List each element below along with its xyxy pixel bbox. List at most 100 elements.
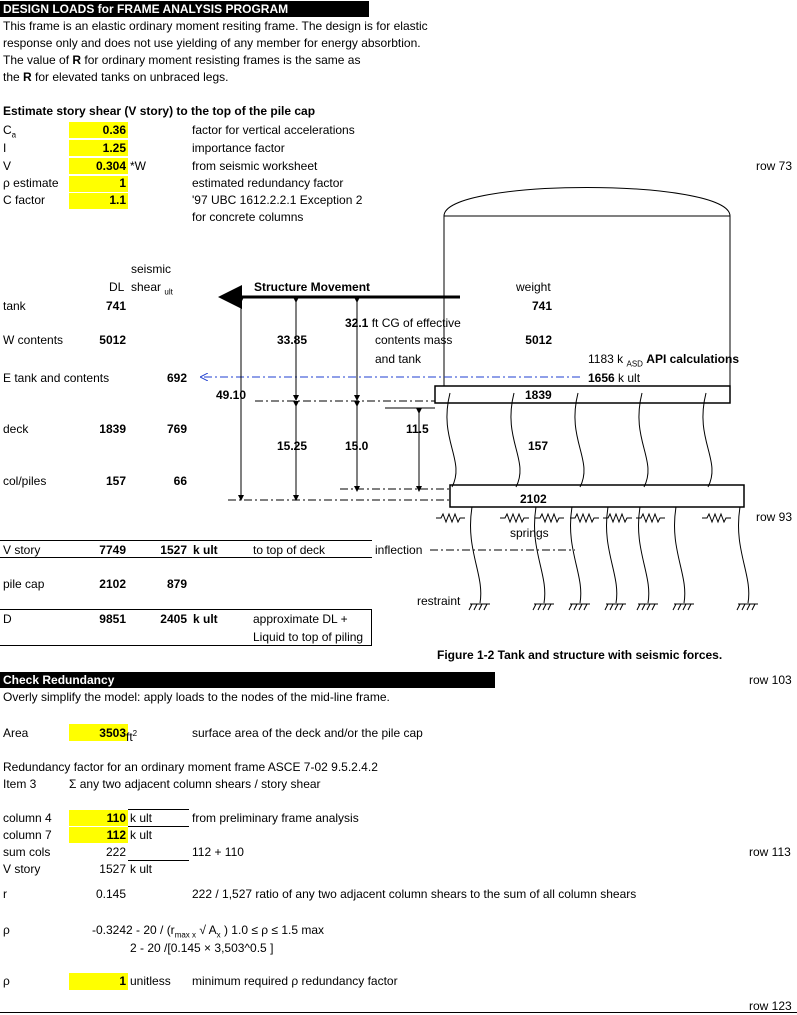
cfactor-value[interactable]: 1.1 — [109, 193, 126, 207]
item3-desc: Σ any two adjacent column shears / story… — [69, 777, 321, 791]
restraints — [468, 603, 758, 611]
input-highlight-rho — [69, 176, 128, 192]
rho-estimate-value[interactable]: 1 — [119, 176, 126, 190]
pilecap-label: pile cap — [3, 577, 45, 591]
ca-desc: factor for vertical accelerations — [192, 123, 355, 137]
dim-33-label: 33.85 — [277, 333, 308, 347]
rho-formula-1: 2 - 20 / (rmax x √ Ax ) 1.0 ≤ ρ ≤ 1.5 ma… — [126, 923, 325, 940]
vstory-unit: k ult — [193, 543, 218, 557]
cfactor-desc-2: for concrete columns — [192, 210, 304, 224]
colpiles-shear: 66 — [173, 474, 187, 488]
col4-unit: k ult — [130, 811, 153, 825]
pile-3 — [570, 506, 582, 604]
sumcols-label: sum cols — [3, 845, 51, 859]
r-desc: 222 / 1,527 ratio of any two adjacent co… — [192, 887, 637, 901]
column-3 — [574, 392, 585, 488]
r-symbol-2: R — [23, 70, 32, 84]
wcontents-weight: 5012 — [525, 333, 552, 347]
d-bottom-rule — [0, 645, 372, 646]
rho-estimate-desc: estimated redundancy factor — [192, 176, 344, 190]
r-label: r — [3, 887, 7, 901]
area-unit: ft2 — [126, 729, 138, 744]
tank-dl: 741 — [105, 299, 126, 313]
pilecap-dl: 2102 — [99, 577, 126, 591]
etank-shear: 692 — [166, 371, 187, 385]
sumcols-value: 222 — [105, 845, 126, 859]
pile-7 — [738, 506, 750, 604]
rho-formula-2: 2 - 20 /[0.145 × 3,503^0.5 ] — [130, 941, 274, 955]
tank-structure-figure — [0, 187, 758, 611]
structure-movement-label: Structure Movement — [254, 280, 371, 294]
rho2-value[interactable]: 1 — [119, 974, 126, 988]
intro-line-1: This frame is an elastic ordinary moment… — [3, 19, 428, 33]
cg-text-3: and tank — [375, 352, 422, 366]
d-shear: 2405 — [160, 612, 187, 626]
area-value[interactable]: 3503 — [99, 726, 126, 740]
restraint-label: restraint — [417, 594, 461, 608]
springs-row — [436, 512, 731, 524]
row-103-label: row 103 — [749, 673, 792, 687]
redundancy-factor-line: Redundancy factor for an ordinary moment… — [3, 760, 378, 774]
input-highlight-cfactor — [69, 193, 128, 209]
tank-weight: 741 — [531, 299, 552, 313]
area-label: Area — [3, 726, 29, 740]
colpiles-label: col/piles — [3, 474, 47, 488]
rho2-label: ρ — [3, 974, 10, 988]
vstory2-value: 1527 — [99, 862, 126, 876]
col4-value[interactable]: 110 — [106, 811, 126, 825]
k-asd-line: 1183 k ASD API calculations — [588, 352, 739, 369]
area-highlight — [69, 724, 128, 741]
col4-highlight — [69, 810, 128, 826]
vstory-label: V story — [3, 543, 41, 557]
dim-49-label: 49.10 — [216, 388, 247, 402]
intro-line-2: response only and does not use yielding … — [3, 36, 421, 50]
pile-4 — [606, 506, 618, 604]
vstory2-unit: k ult — [130, 862, 153, 876]
tank-shell — [443, 187, 731, 386]
sumcols-rule — [128, 860, 189, 861]
d-dl: 9851 — [99, 612, 126, 626]
sumcols-desc: 112 + 110 — [192, 845, 244, 859]
col4-label: column 4 — [3, 811, 52, 825]
i-value[interactable]: 1.25 — [102, 141, 126, 155]
rho2-desc: minimum required ρ redundancy factor — [192, 974, 398, 988]
pile-2 — [534, 506, 546, 604]
k-ult-line: 1656 k ult — [588, 371, 641, 385]
pile-cap-box — [449, 484, 745, 508]
v-value[interactable]: 0.304 — [95, 159, 126, 173]
cg-text-2: contents mass — [375, 333, 453, 347]
bottom-rule — [0, 1012, 797, 1013]
row-123-label: row 123 — [749, 999, 792, 1013]
vstory-bottom-rule — [0, 557, 372, 558]
shear-header: shear ult — [131, 280, 173, 297]
col7-value[interactable]: 112 — [106, 828, 126, 842]
vstory-shear: 1527 — [160, 543, 187, 557]
r-value: 0.145 — [95, 887, 126, 901]
deck-dl: 1839 — [99, 422, 126, 436]
intro-line-4b: for elevated tanks on unbraced legs. — [31, 70, 229, 84]
row-113-label: row 113 — [749, 845, 791, 859]
colpiles-dl: 157 — [105, 474, 126, 488]
deck-shear: 769 — [166, 422, 187, 436]
intro-line-3: The value of R for ordinary moment resis… — [3, 53, 360, 68]
intro-line-4a: the — [3, 70, 24, 84]
d-top-rule — [0, 609, 372, 610]
column-2 — [510, 392, 521, 488]
springs-label: springs — [510, 526, 549, 540]
estimate-title: Estimate story shear (V story) to the to… — [3, 104, 316, 118]
pile-6 — [674, 506, 686, 604]
check-redundancy-header: Check Redundancy — [0, 672, 495, 688]
ca-value[interactable]: 0.36 — [102, 123, 126, 137]
vstory-top-rule — [0, 540, 372, 541]
input-highlight-i — [69, 140, 128, 156]
v-unit: *W — [130, 159, 146, 173]
d-label: D — [3, 612, 12, 626]
rho2-unit: unitless — [130, 974, 171, 988]
wcontents-dl: 5012 — [99, 333, 126, 347]
dim-115-label: 11.5 — [406, 422, 429, 436]
weight-header: weight — [516, 280, 551, 294]
col-weight-label: 157 — [528, 439, 549, 453]
wcontents-label: W contents — [3, 333, 64, 347]
figure-caption: Figure 1-2 Tank and structure with seism… — [437, 648, 723, 662]
column-4 — [638, 392, 649, 488]
